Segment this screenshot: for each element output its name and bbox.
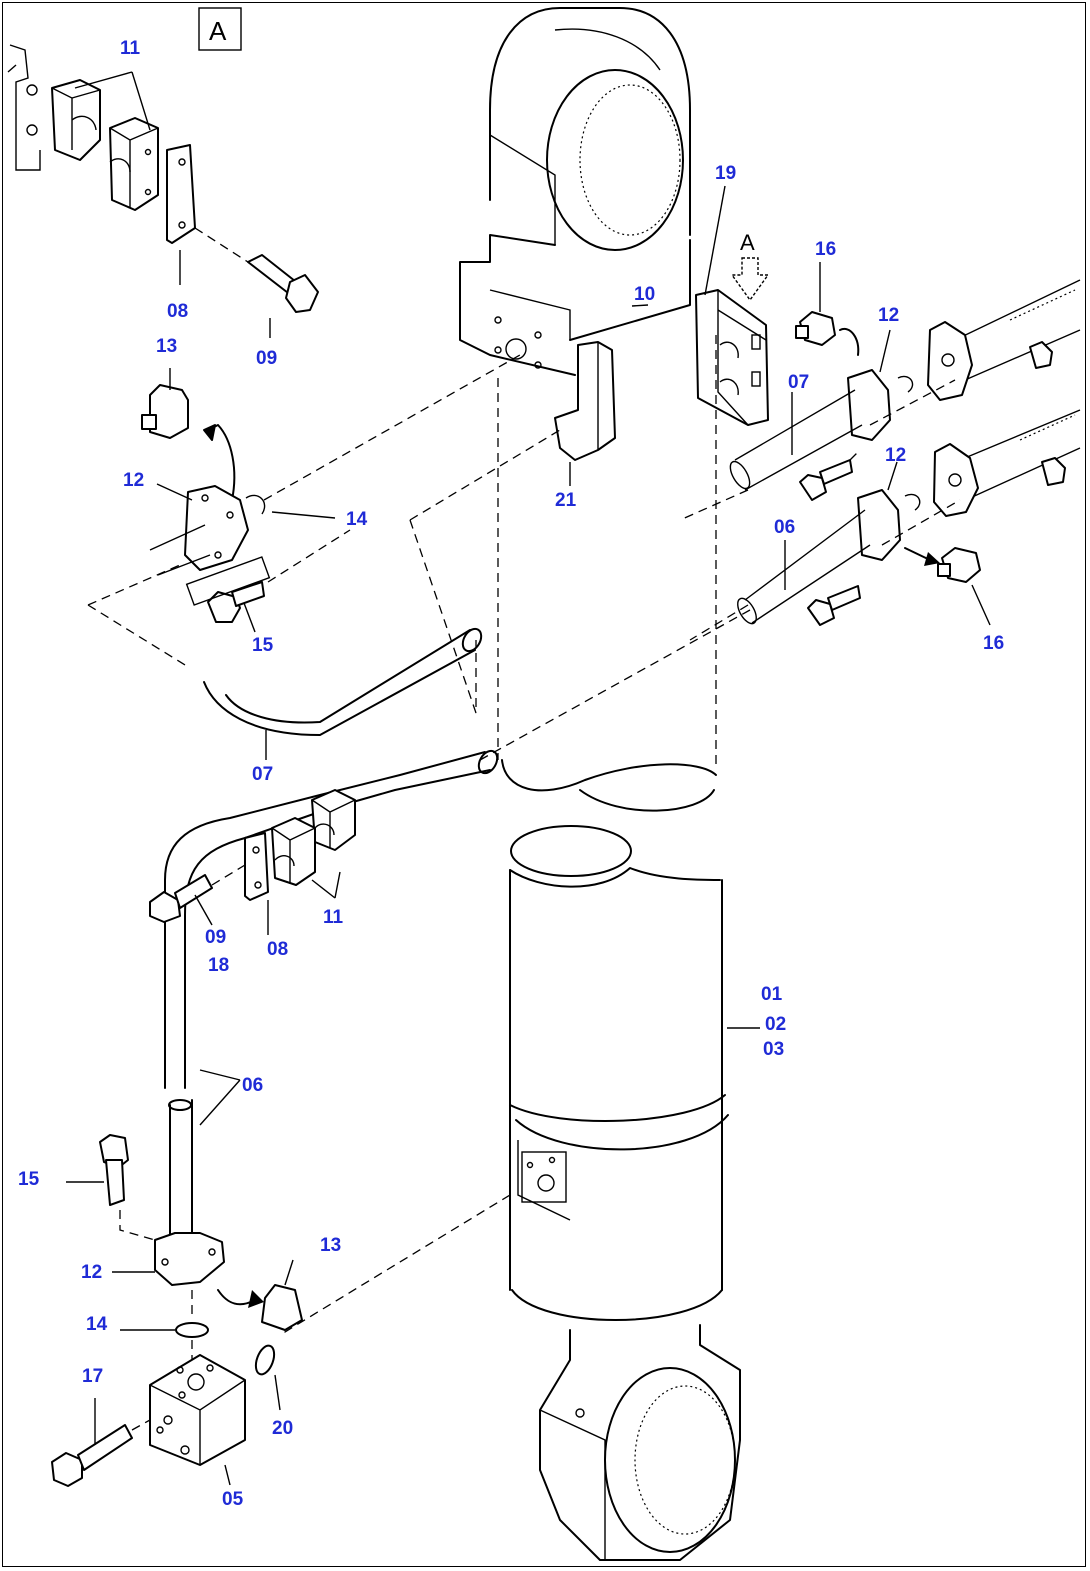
callout-12-right-upper: 12 [878, 305, 899, 326]
callout-09-lower: 09 [205, 927, 226, 948]
callout-14: 14 [346, 509, 368, 530]
callout-06-lower: 06 [242, 1075, 263, 1096]
callout-16: 16 [815, 239, 836, 260]
callout-15-lower: 15 [18, 1169, 40, 1190]
view-marker-letter: A [209, 16, 227, 46]
callout-11: 11 [120, 38, 141, 59]
hose-flange-right-lower [479, 409, 1081, 761]
cylinder-upper-rod-eye [459, 7, 717, 812]
callout-02: 02 [765, 1014, 786, 1035]
hose-flange-left [87, 354, 521, 669]
callout-20: 20 [272, 1418, 293, 1439]
callout-08-lower: 08 [267, 939, 288, 960]
callout-05: 05 [222, 1489, 244, 1510]
callout-14-lower: 14 [86, 1314, 108, 1335]
callout-06-right: 06 [774, 517, 795, 538]
valve-block-19 [695, 289, 769, 426]
callout-21: 21 [555, 490, 577, 511]
view-marker: A [198, 7, 242, 51]
callout-19: 19 [715, 163, 736, 184]
callout-15: 15 [252, 635, 274, 656]
callout-12-right-lower: 12 [885, 445, 906, 466]
clamp-assembly-top [7, 44, 319, 313]
callout-08: 08 [167, 301, 188, 322]
callout-12-lower: 12 [81, 1262, 102, 1283]
callout-10: 10 [634, 284, 655, 305]
leader-lines [66, 71, 991, 1486]
callout-01: 01 [761, 984, 783, 1005]
hose-flange-right-upper [679, 279, 1081, 521]
callout-11-lower: 11 [323, 907, 344, 928]
callout-07: 07 [252, 764, 273, 785]
callout-07-right: 07 [788, 372, 809, 393]
callout-09: 09 [256, 348, 277, 369]
cylinder-barrel [509, 825, 741, 1561]
callout-13-lower: 13 [320, 1235, 341, 1256]
callout-03: 03 [763, 1039, 784, 1060]
callout-13: 13 [156, 336, 177, 357]
callout-18: 18 [208, 955, 229, 976]
view-arrow-label: A [740, 230, 755, 255]
valve-assembly-bottom [51, 1134, 303, 1487]
view-direction-arrow: A [730, 230, 770, 302]
callout-labels: 11 08 09 13 12 14 15 07 21 10 19 16 12 0… [18, 38, 1004, 1510]
pipe-07 [203, 429, 561, 736]
clamp-assembly-lower [149, 789, 356, 923]
callout-12: 12 [123, 470, 144, 491]
callout-16-lower: 16 [983, 633, 1004, 654]
callout-17: 17 [82, 1366, 103, 1387]
